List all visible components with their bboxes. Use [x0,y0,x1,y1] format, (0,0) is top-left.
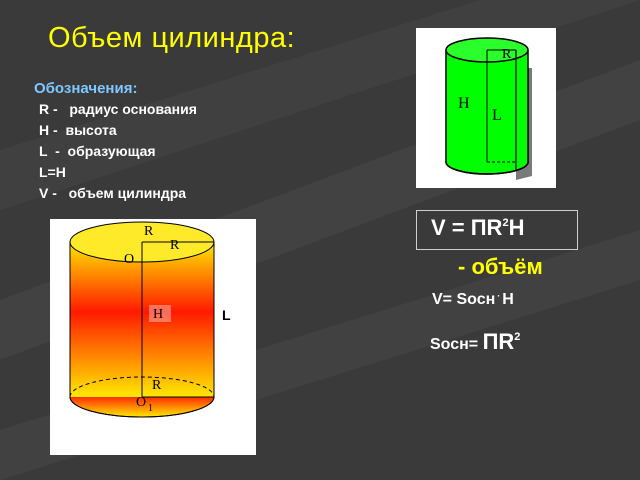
slide-title: Объем цилиндра: [48,22,296,54]
legend-sep: - [49,101,62,117]
legend-symbol: L [39,143,48,159]
orange-center-bottom-subscript: 1 [148,403,153,414]
legend-sep: - [47,143,64,159]
formula-exponent: 2 [502,217,509,229]
orange-radius-top-label: R [170,238,180,253]
green-cylinder-panel: R H L [416,28,556,188]
orange-center-bottom-label: O [136,395,146,410]
formula-volume-base: V= Sосн·H [432,291,514,309]
orange-cylinder-figure: R R O H L R O 1 [69,221,231,418]
legend-text: высота [61,122,117,138]
green-radius-label: R [502,47,512,62]
legend: Обозначения: R - радиус основания H - вы… [34,78,197,204]
orange-cylinder-panel: R R O H L R O 1 [50,219,256,455]
legend-item: L - образующая [34,141,197,162]
green-generatrix-label: L [492,107,502,124]
legend-item: R - радиус основания [34,99,197,120]
legend-item: H - высота [34,120,197,141]
orange-height-label: H [153,307,163,322]
legend-symbol: R [39,101,50,117]
orange-generatrix-label: L [222,307,231,323]
green-height-label: H [458,95,470,112]
formula3-big: ПR [482,329,515,354]
volume-formula-box: V = ПR2H [416,210,578,250]
formula-rhs: H [508,215,525,240]
legend-symbol: L=H [39,164,66,180]
formula-base-area: Sосн= ПR2 [430,329,520,355]
legend-item: L=H [34,162,197,183]
formula-lhs: V = ПR [431,215,503,240]
formula3-text: Sосн= [430,336,483,353]
legend-text: образующая [63,143,156,159]
green-cylinder-figure: R H L [445,37,532,180]
formula2-dot: · [497,291,501,301]
orange-radius-bottom-label: R [152,378,162,393]
legend-heading: Обозначения: [34,80,138,97]
volume-note: - объём [458,254,543,279]
legend-item: V - объем цилиндра [34,183,197,204]
legend-sep: - [48,185,61,201]
legend-symbol: V [39,185,49,201]
legend-text: объем цилиндра [60,185,187,201]
legend-symbol: H [39,122,50,138]
orange-radius-small-label: R [144,224,154,239]
formula2-text: V= Sосн [432,291,496,308]
formula3-exponent: 2 [514,331,521,343]
legend-sep: - [49,122,62,138]
orange-center-top-label: O [124,252,134,267]
formula2-end: H [502,291,514,308]
legend-text: радиус основания [61,101,197,117]
